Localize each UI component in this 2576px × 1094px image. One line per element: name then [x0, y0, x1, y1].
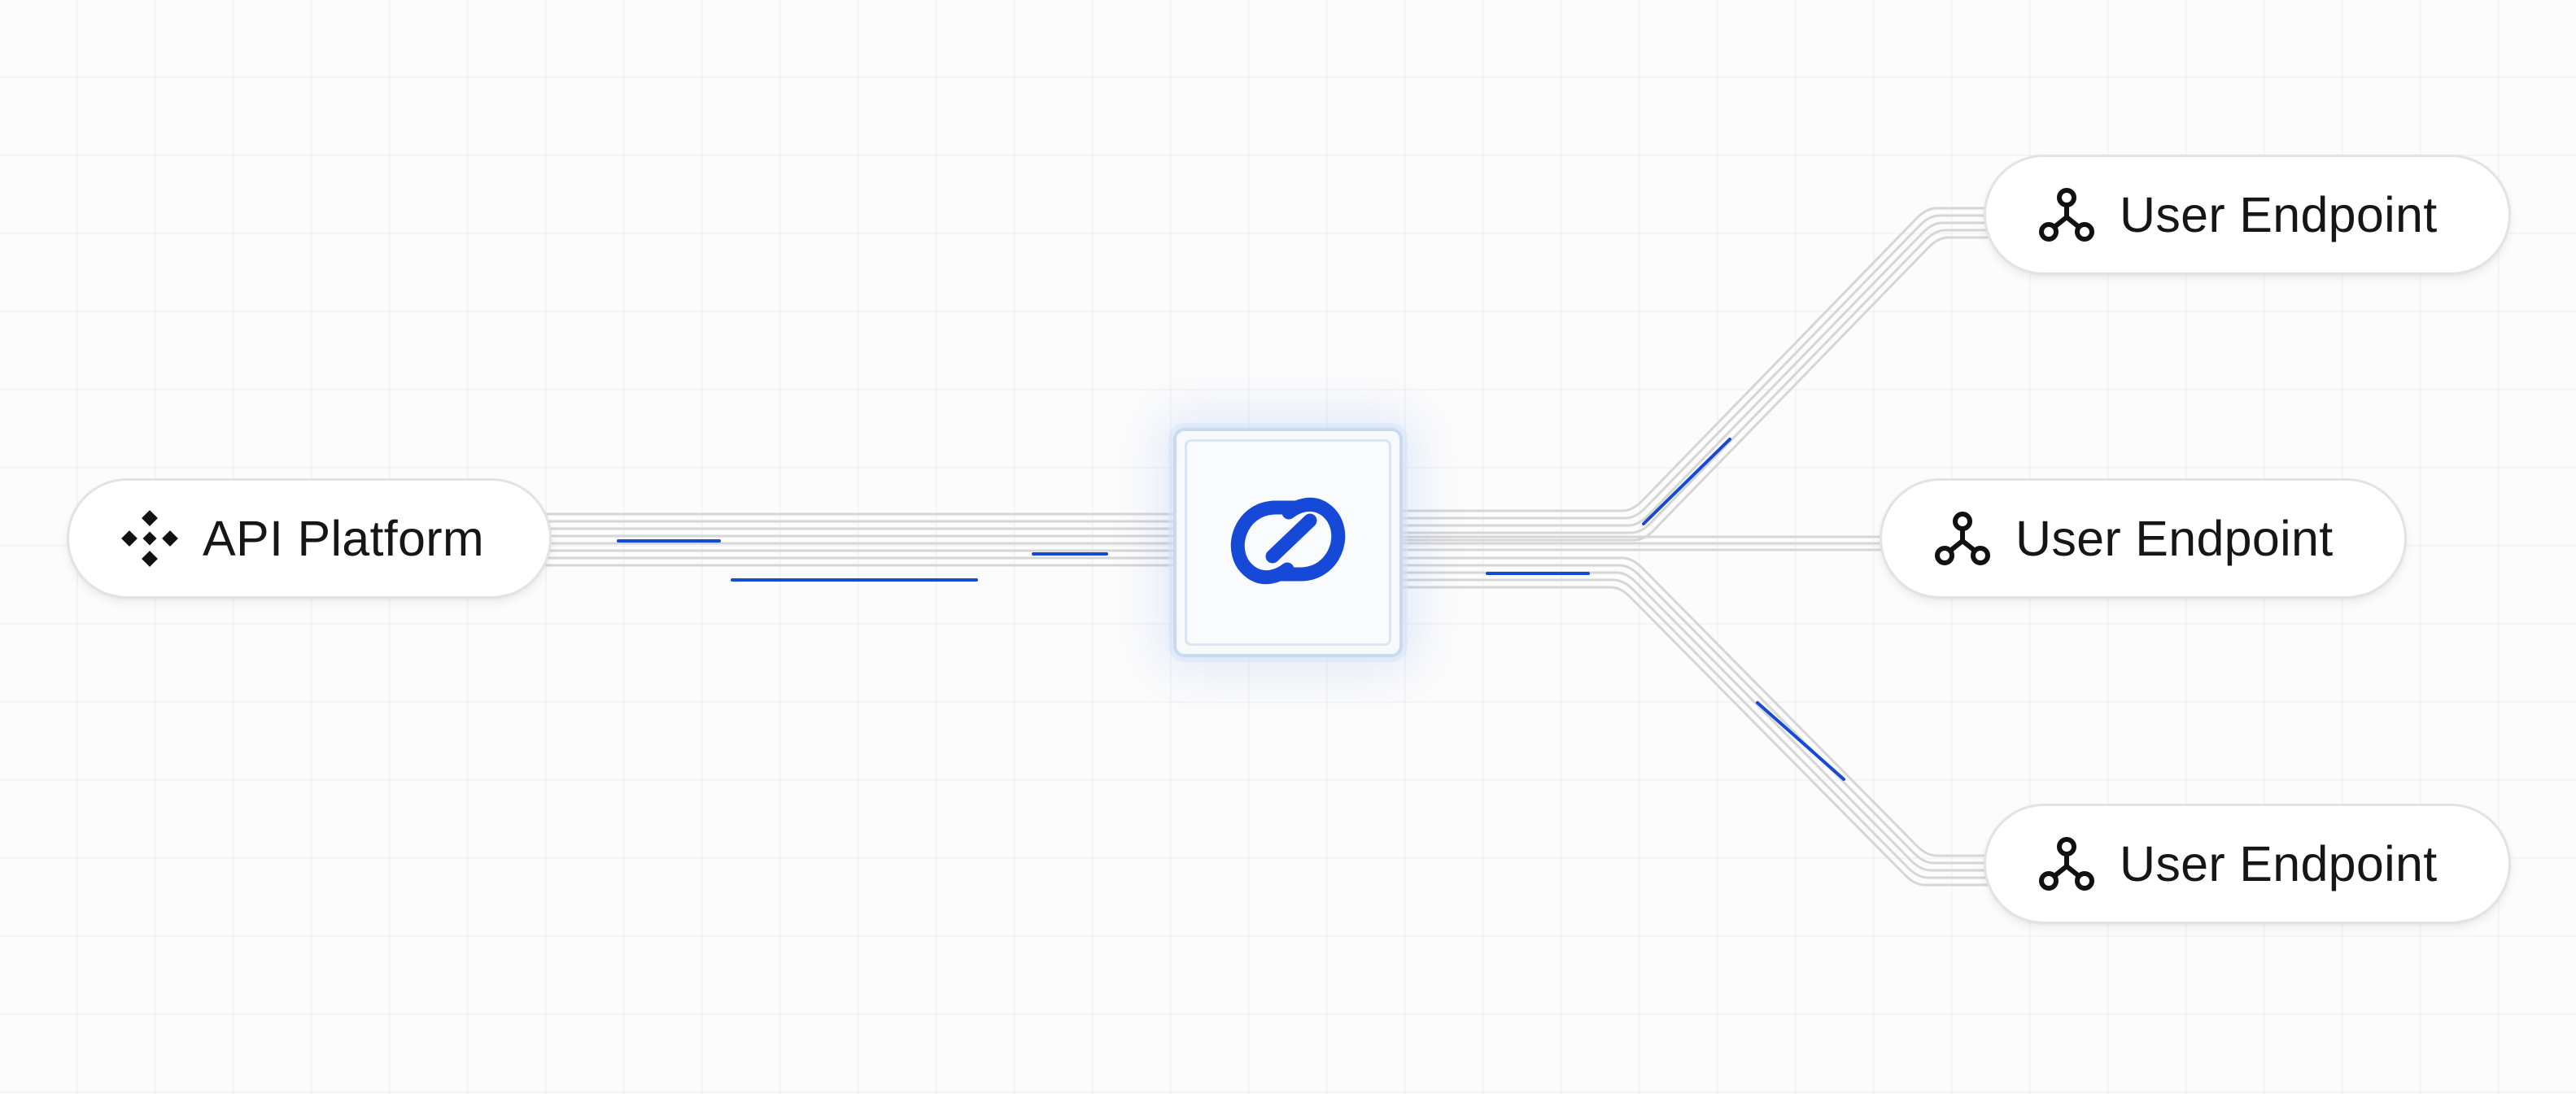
signal-pulse [1756, 701, 1845, 781]
wire-line-bottom [1398, 578, 1989, 879]
wire-line-top [1398, 214, 1989, 520]
api-platform-label: API Platform [203, 511, 484, 566]
wire-line-top [1398, 207, 1989, 512]
user-endpoint-label: User Endpoint [2120, 836, 2438, 891]
wire-line-top [1398, 236, 1989, 542]
wire-line-bottom [1398, 556, 1989, 857]
user-endpoint-node-middle[interactable]: User Endpoint [1880, 478, 2407, 599]
diamond-cluster-icon [121, 510, 178, 567]
wire-line-bottom [1398, 564, 1989, 865]
webhook-icon [1934, 510, 1991, 567]
wire-line-bottom [1398, 586, 1989, 887]
user-endpoint-label: User Endpoint [2015, 511, 2334, 566]
user-endpoint-node-top[interactable]: User Endpoint [1984, 155, 2511, 275]
user-endpoint-label: User Endpoint [2120, 187, 2438, 242]
api-platform-node[interactable]: API Platform [67, 478, 552, 599]
user-endpoint-node-bottom[interactable]: User Endpoint [1984, 804, 2511, 924]
hub-inner-frame [1185, 439, 1391, 646]
signal-pulse [1642, 438, 1731, 525]
hub-node[interactable] [1173, 428, 1403, 657]
wire-line-bottom [1398, 571, 1989, 872]
webhook-icon [2038, 835, 2095, 892]
wire-line-top [1398, 221, 1989, 527]
wire-line-top [1398, 229, 1989, 534]
chain-link-logo-icon [1219, 488, 1357, 598]
webhook-icon [2038, 186, 2095, 243]
